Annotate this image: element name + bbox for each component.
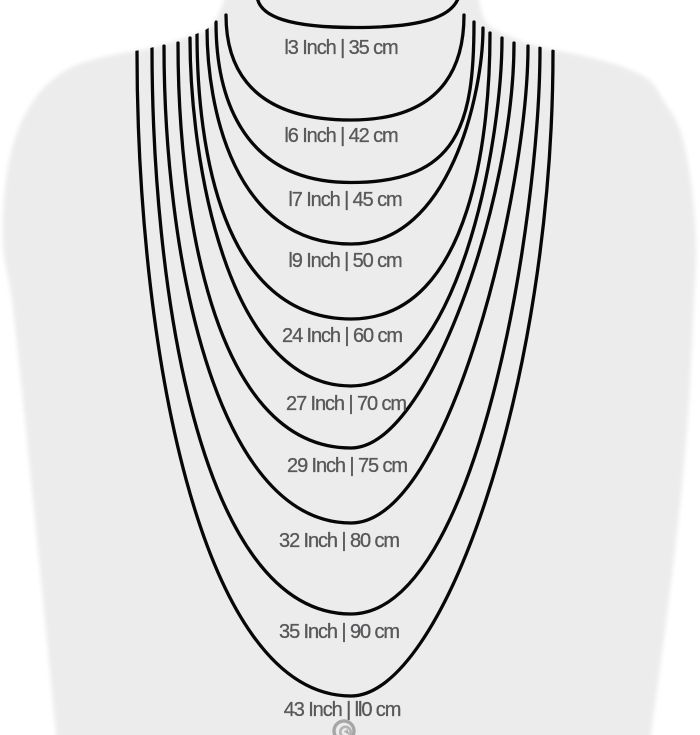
svg-text:24 Inch | 60 cm: 24 Inch | 60 cm xyxy=(282,325,402,347)
svg-text:29 Inch | 75 cm: 29 Inch | 75 cm xyxy=(287,455,407,477)
svg-text:32 Inch | 80 cm: 32 Inch | 80 cm xyxy=(279,530,399,552)
svg-text:l9 Inch | 50 cm: l9 Inch | 50 cm xyxy=(288,250,402,272)
svg-text:43 Inch | ll0 cm: 43 Inch | ll0 cm xyxy=(284,699,401,721)
svg-text:l7 Inch | 45 cm: l7 Inch | 45 cm xyxy=(288,189,402,211)
svg-text:l3 Inch | 35 cm: l3 Inch | 35 cm xyxy=(284,37,398,59)
svg-text:l6 Inch | 42 cm: l6 Inch | 42 cm xyxy=(284,125,398,147)
svg-text:35 Inch | 90 cm: 35 Inch | 90 cm xyxy=(279,621,399,643)
svg-text:27 Inch | 70 cm: 27 Inch | 70 cm xyxy=(286,393,406,415)
